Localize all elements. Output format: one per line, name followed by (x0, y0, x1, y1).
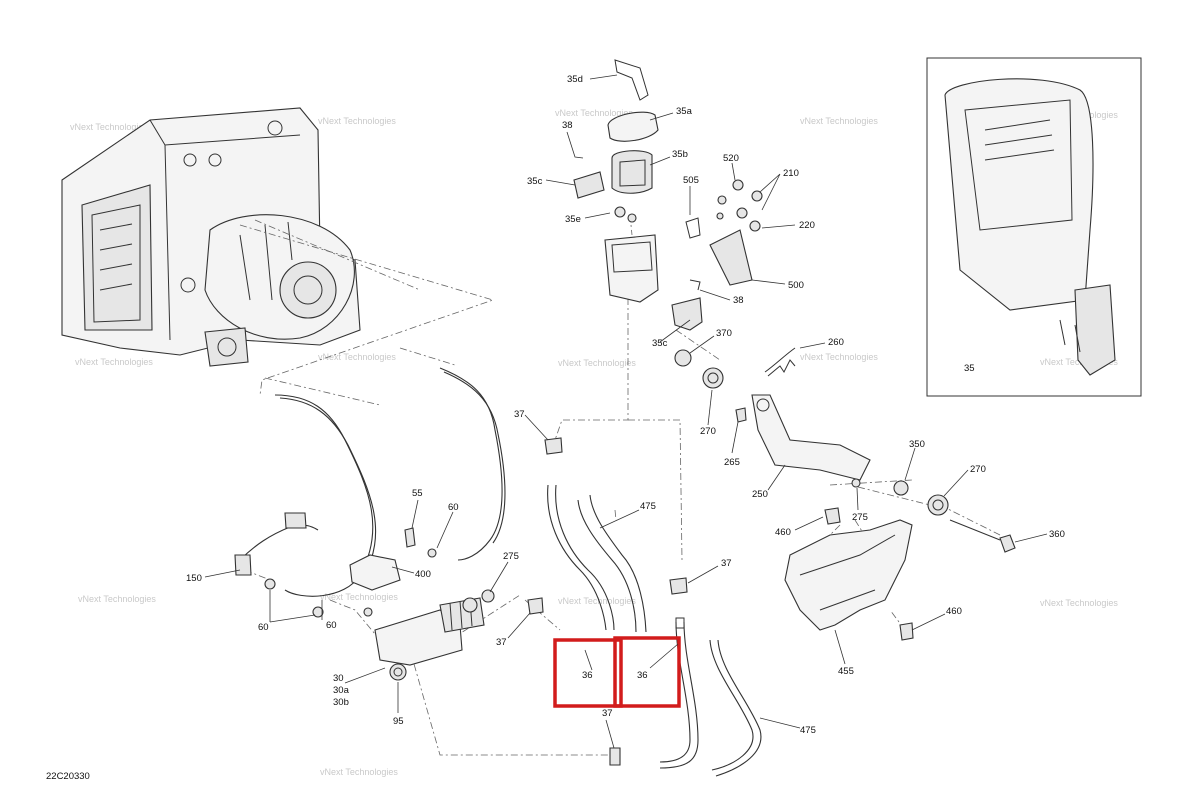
watermark: vNext Technologies (558, 358, 636, 368)
callout: 38 (562, 120, 573, 131)
callout: 260 (828, 337, 844, 348)
watermark: vNext Technologies (800, 352, 878, 362)
callout: 520 (723, 153, 739, 164)
callout: 36 (582, 670, 593, 681)
watermark: vNext Technologies (70, 122, 148, 132)
callout: 250 (752, 489, 768, 500)
callout: 455 (838, 666, 854, 677)
callout: 500 (788, 280, 804, 291)
cover-drawing (784, 519, 914, 641)
watermark: vNext Technologies (800, 116, 878, 126)
callout: 150 (186, 573, 202, 584)
callout: 400 (415, 569, 431, 580)
callout: 35a (676, 106, 693, 117)
callout: 95 (393, 716, 404, 727)
callout: 60 (326, 620, 337, 631)
callout: 55 (412, 488, 423, 499)
abs-module-drawing (61, 107, 361, 367)
brake-lines (234, 367, 506, 597)
watermark: vNext Technologies (318, 116, 396, 126)
callout: 35c (652, 338, 668, 349)
watermark: vNext Technologies (75, 357, 153, 367)
callout: 30a (333, 685, 350, 696)
callout: 370 (716, 328, 732, 339)
callout: 38 (733, 295, 744, 306)
master-cylinder-drawing (264, 527, 495, 681)
watermark: vNext Technologies (1040, 598, 1118, 608)
callout: 265 (724, 457, 740, 468)
callout: 37 (721, 558, 732, 569)
callout: 60 (448, 502, 459, 513)
callout: 30b (333, 697, 349, 708)
callout: 60 (258, 622, 269, 633)
callout: 35e (565, 214, 581, 225)
callout: 210 (783, 168, 799, 179)
callout: 35c (527, 176, 543, 187)
leader-lines (204, 74, 1048, 749)
brake-pedal-drawing (674, 347, 1016, 553)
callout: 37 (514, 409, 525, 420)
inset-panel: 35 (926, 57, 1142, 397)
connection-lines (239, 214, 1001, 756)
callout: 360 (1049, 529, 1065, 540)
highlight-box-36-left (553, 638, 623, 708)
watermark: vNext Technologies (555, 108, 633, 118)
callout: 37 (602, 708, 613, 719)
highlights (553, 636, 681, 708)
callout: 460 (946, 606, 962, 617)
callout: 30 (333, 673, 344, 684)
callout: 475 (800, 725, 816, 736)
callout: 475 (640, 501, 656, 512)
callout: 460 (775, 527, 791, 538)
callout: 505 (683, 175, 699, 186)
callout: 270 (970, 464, 986, 475)
upper-center-parts (573, 59, 763, 331)
callout: 36 (637, 670, 648, 681)
watermark: vNext Technologies (318, 352, 396, 362)
inset-label: 35 (964, 363, 975, 374)
watermark: vNext Technologies (320, 767, 398, 777)
callout: 270 (700, 426, 716, 437)
highlight-box-36-right (613, 636, 681, 708)
diagram-code: 22C20330 (46, 771, 90, 782)
callout: 275 (503, 551, 519, 562)
watermark: vNext Technologies (558, 596, 636, 606)
callout: 220 (799, 220, 815, 231)
watermark: vNext Technologies (320, 592, 398, 602)
callout-labels: 35d 35a 38 35b 35c 35e 520 210 505 220 3… (186, 74, 1065, 736)
callout: 350 (909, 439, 925, 450)
callout: 35d (567, 74, 583, 85)
hoses (527, 437, 762, 777)
callout: 275 (852, 512, 868, 523)
watermark: vNext Technologies (78, 594, 156, 604)
callout: 37 (496, 637, 507, 648)
callout: 35b (672, 149, 688, 160)
